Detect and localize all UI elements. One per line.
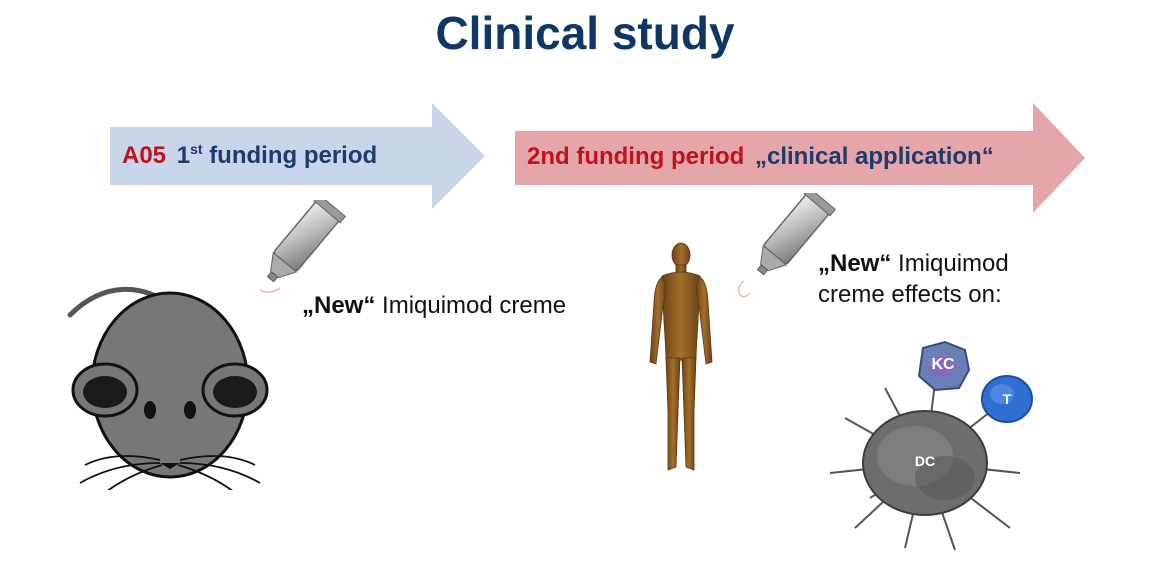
first-period-text: funding period [209,142,378,169]
kc-label: KC [931,356,955,373]
human-illustration [649,242,713,471]
clinical-application-text: „clinical application“ [754,143,994,170]
new-label-2: „New“ [818,250,892,277]
ordinal-suffix: st [190,141,203,157]
ordinal: 1 [176,142,191,169]
second-period-arrow [515,103,1085,213]
dc-label: DC [914,453,936,469]
human-creme-note: „New“ Imiquimod creme effects on: [818,248,1009,310]
mouse-illustration [67,286,269,490]
creme-tube-icon [259,200,347,293]
new-label: „New“ [302,292,376,319]
first-period-label: A05 1st funding period [122,141,377,170]
creme-tube-icon-2 [737,193,837,298]
page-title: Clinical study [435,7,735,59]
human-creme-line2: creme effects on: [818,281,1002,308]
human-creme-line1: Imiquimod [891,250,1009,277]
project-code: A05 [122,142,167,169]
second-period-label: 2nd funding period „clinical application… [527,143,994,171]
keratinocyte-image [917,340,971,392]
mouse-creme-text: Imiquimod creme [375,292,567,319]
dendritic-cell-image [829,382,1021,551]
second-period-text: 2nd funding period [527,143,745,170]
first-period-arrow [110,103,485,209]
t-cell-label: T [1002,391,1012,407]
mouse-creme-note: „New“ Imiquimod creme [302,290,566,321]
t-cell-image [981,375,1033,423]
